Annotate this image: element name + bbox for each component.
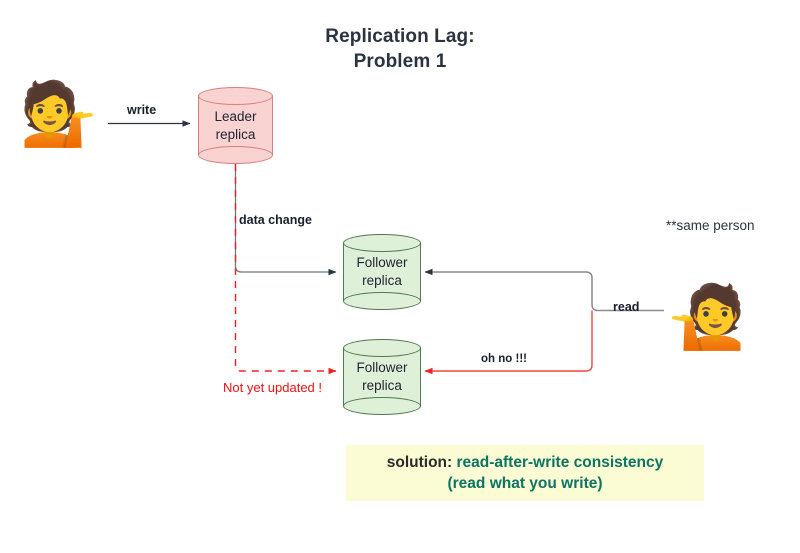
node-leader-replica: Leader replica bbox=[198, 87, 273, 164]
solution-term-label: read-after-write consistency bbox=[456, 454, 664, 471]
follower-bottom-cylinder-bottom bbox=[343, 397, 421, 415]
edge-label-not-yet-updated: Not yet updated ! bbox=[223, 380, 323, 395]
person-writer-icon: 💁 bbox=[20, 84, 97, 146]
solution-callout-box: solution: read-after-write consistency (… bbox=[346, 445, 704, 501]
title-line-2: Problem 1 bbox=[353, 51, 447, 72]
follower-bottom-label: Follower replica bbox=[356, 360, 408, 393]
edge-label-oh-no: oh no !!! bbox=[481, 353, 527, 365]
person-writer-glyph: 💁 bbox=[20, 80, 98, 149]
edge-not-updated-dashed bbox=[234, 164, 337, 375]
follower-top-cylinder-bottom bbox=[343, 292, 421, 310]
follower-top-label: Follower replica bbox=[356, 255, 408, 288]
leader-cylinder-bottom bbox=[198, 146, 273, 164]
diagram-title: Replication Lag: Problem 1 bbox=[0, 24, 800, 74]
node-follower-replica-top: Follower replica bbox=[343, 234, 421, 310]
leader-replica-label: Leader replica bbox=[214, 108, 257, 142]
solution-line-1: solution: read-after-write consistency bbox=[387, 452, 664, 473]
person-reader-icon: 💁 bbox=[668, 283, 746, 352]
follower-top-cylinder-top bbox=[343, 234, 421, 252]
solution-line-2: (read what you write) bbox=[447, 475, 603, 492]
edge-label-write: write bbox=[127, 103, 157, 117]
node-follower-replica-bottom: Follower replica bbox=[343, 339, 421, 415]
note-same-person: **same person bbox=[666, 218, 755, 233]
solution-prefix-label: solution: bbox=[386, 454, 457, 471]
follower-bottom-cylinder-top bbox=[343, 339, 421, 357]
title-line-1: Replication Lag: bbox=[325, 26, 475, 47]
edge-label-data-change: data change bbox=[239, 213, 312, 227]
leader-cylinder-top bbox=[198, 87, 273, 105]
person-reader-glyph: 💁 bbox=[668, 283, 746, 352]
edge-label-read: read bbox=[613, 300, 640, 314]
